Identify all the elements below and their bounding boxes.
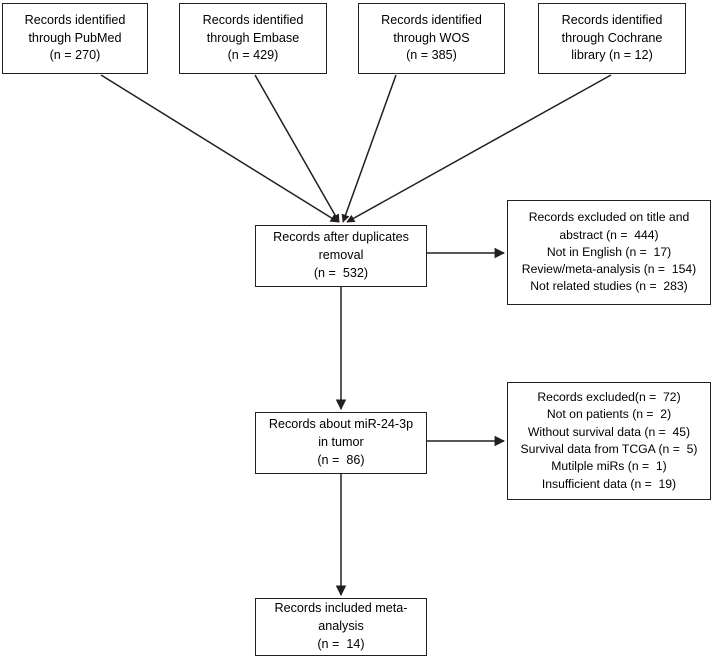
box-count: (n = 270) — [49, 48, 101, 63]
box-line: analysis — [318, 619, 364, 634]
box-line: Records about miR-24-3p — [268, 417, 414, 432]
box-records-after-duplicates-removal: Records after duplicates removal (n = 53… — [255, 225, 427, 287]
box-records-identified-embase: Records identified through Embase (n = 4… — [179, 3, 327, 74]
box-line: Records excluded(n = 72) — [537, 390, 681, 405]
box-line: Review/meta-analysis (n = 154) — [521, 262, 697, 277]
box-line: Survival data from TCGA (n = 5) — [520, 442, 698, 456]
box-line: in tumor — [318, 435, 364, 450]
box-line: Not related studies (n = 283) — [530, 279, 688, 294]
box-records-identified-wos: Records identified through WOS (n = 385) — [358, 3, 505, 74]
box-records-included-meta-analysis: Records included meta- analysis (n = 14) — [255, 598, 427, 656]
box-line: through PubMed — [28, 30, 122, 45]
box-line: Insufficient data (n = 19) — [541, 476, 677, 491]
connector-embase-to-duplicates — [254, 74, 340, 223]
box-line: Without survival data (n = 45) — [527, 424, 691, 439]
box-records-excluded-eligibility: Records excluded(n = 72) Not on patients… — [507, 382, 711, 500]
box-count: (n = 532) — [313, 265, 369, 280]
box-count: library (n = 12) — [571, 48, 653, 63]
box-records-about-mir-24-3p-in-tumor: Records about miR-24-3p in tumor (n = 86… — [255, 412, 427, 474]
connector-cochrane-to-duplicates — [346, 74, 612, 223]
box-count: (n = 429) — [227, 48, 279, 63]
box-line: Records identified — [561, 12, 663, 27]
box-count: (n = 385) — [406, 48, 457, 63]
box-records-excluded-title-abstract: Records excluded on title and abstract (… — [507, 200, 711, 305]
box-line: Records identified — [381, 12, 482, 27]
box-line: abstract (n = 444) — [559, 227, 659, 242]
box-line: Mutilple miRs (n = 1) — [551, 459, 667, 474]
connector-wos-to-duplicates — [341, 74, 397, 223]
box-records-identified-pubmed: Records identified through PubMed (n = 2… — [2, 3, 148, 74]
box-line: through WOS — [393, 30, 470, 45]
box-line: Records included meta- — [274, 601, 408, 616]
box-records-identified-cochrane: Records identified through Cochrane libr… — [538, 3, 686, 74]
connector-pubmed-to-duplicates — [100, 74, 339, 223]
box-line: removal — [318, 248, 364, 263]
box-line: Not in English (n = 17) — [546, 244, 672, 259]
box-count: (n = 86) — [317, 452, 365, 467]
box-count: (n = 14) — [317, 636, 365, 651]
box-line: Not on patients (n = 2) — [546, 407, 672, 422]
box-line: Records identified — [24, 12, 126, 27]
box-line: through Cochrane — [561, 30, 663, 45]
box-line: through Embase — [206, 30, 300, 45]
box-line: Records excluded on title and — [528, 210, 690, 225]
box-line: Records identified — [202, 12, 304, 27]
box-line: Records after duplicates — [273, 230, 409, 245]
